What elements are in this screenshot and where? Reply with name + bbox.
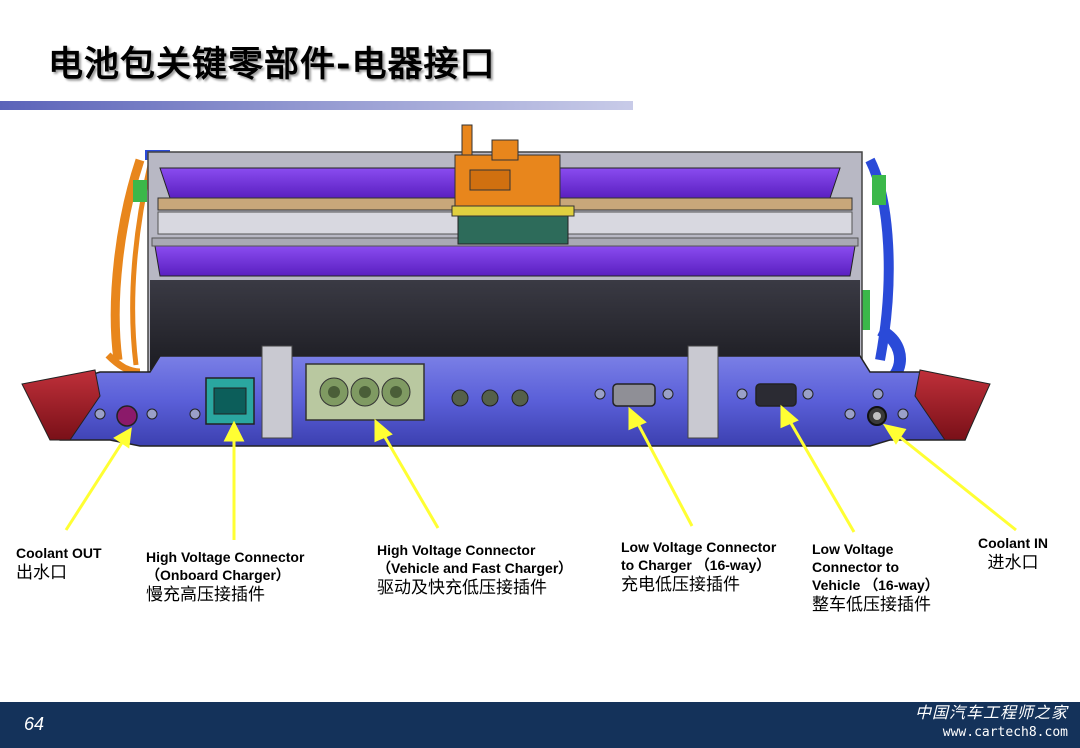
slide-title: 电池包关键零部件-电器接口 (48, 45, 496, 85)
arrow-hv-vehicle-head (374, 418, 393, 443)
label-hv-onboard: High Voltage Connector （Onboard Charger）… (146, 549, 305, 605)
hv-onboard-connector (205, 377, 255, 425)
label-hv-vehicle: High Voltage Connector （Vehicle and Fast… (377, 542, 573, 598)
tray-post-left (261, 345, 293, 439)
blanking-plugs (451, 389, 529, 407)
battery-pack-diagram (21, 124, 1017, 540)
arrow-lv-charger (634, 419, 694, 527)
right-cooling-pipes (858, 157, 906, 379)
lv-vehicle-connector (755, 383, 797, 407)
arrow-coolant-in-head (882, 423, 907, 445)
label-lv-charger: Low Voltage Connector to Charger （16-way… (621, 539, 777, 595)
arrow-hv-vehicle (380, 431, 440, 529)
tray-post-right (687, 345, 719, 439)
slide-footer: 64 中国汽车工程师之家 www.cartech8.com (0, 702, 1080, 748)
arrow-lv-vehicle (786, 417, 856, 533)
label-coolant-in: Coolant IN 进水口 (978, 535, 1048, 573)
arrow-coolant-out (64, 437, 127, 531)
arrow-coolant-in (895, 432, 1017, 532)
arrow-lv-vehicle-head (780, 404, 799, 429)
lv-charger-connector (612, 383, 656, 407)
coolant-out-port (116, 405, 138, 427)
arrow-coolant-out-head (113, 427, 132, 449)
right-mounting-bracket (914, 369, 991, 441)
title-underline-bar (0, 101, 633, 110)
watermark-cn: 中国汽车工程师之家 (914, 703, 1068, 722)
top-service-connector (451, 124, 575, 245)
site-watermark: 中国汽车工程师之家 www.cartech8.com (915, 702, 1068, 742)
watermark-url: www.cartech8.com (942, 725, 1068, 740)
hv-vehicle-connector (305, 363, 425, 421)
arrow-hv-onboard-head (223, 420, 245, 442)
label-lv-vehicle: Low Voltage Connector to Vehicle （16-way… (812, 541, 939, 615)
callout-arrows (64, 404, 1017, 540)
lower-module (154, 245, 856, 277)
left-mounting-bracket (21, 369, 101, 441)
page-number: 64 (24, 714, 45, 734)
arrow-lv-charger-head (628, 406, 647, 431)
label-coolant-out: Coolant OUT 出水口 (16, 545, 102, 583)
